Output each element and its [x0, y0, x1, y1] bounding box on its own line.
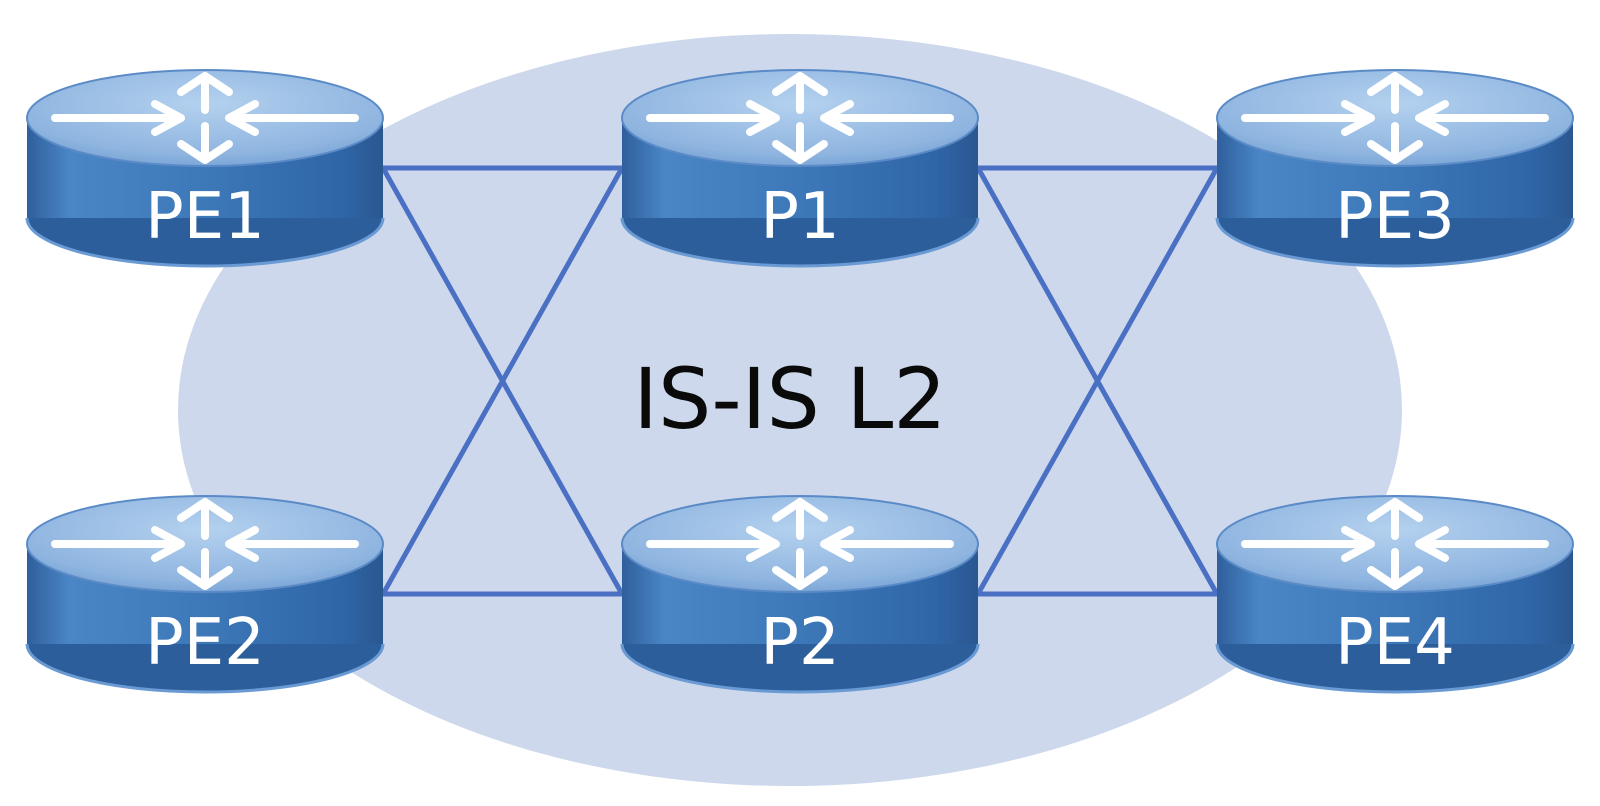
- router-pe3[interactable]: PE3: [1215, 69, 1575, 268]
- router-arrows-icon: [51, 72, 359, 164]
- area-label: IS-IS L2: [633, 350, 946, 448]
- router-label: P1: [760, 180, 839, 254]
- router-label: PE3: [1335, 180, 1455, 254]
- router-arrows-icon: [646, 498, 954, 590]
- router-rim: [25, 643, 385, 694]
- router-label: P2: [760, 606, 839, 680]
- router-pe1[interactable]: PE1: [25, 69, 385, 268]
- link-p2-pe3: [975, 166, 1220, 596]
- router-top: [26, 495, 384, 593]
- router-pe2[interactable]: PE2: [25, 495, 385, 694]
- router-rim: [1215, 643, 1575, 694]
- router-arrows-icon: [646, 72, 954, 164]
- router-p1[interactable]: P1: [620, 69, 980, 268]
- router-arrows-icon: [1241, 72, 1549, 164]
- router-top: [1216, 69, 1574, 167]
- router-p2[interactable]: P2: [620, 495, 980, 694]
- router-pe4[interactable]: PE4: [1215, 495, 1575, 694]
- router-arrows-icon: [1241, 498, 1549, 590]
- router-rim: [25, 217, 385, 268]
- router-arrows-icon: [51, 498, 359, 590]
- link-pe2-p1: [380, 166, 625, 596]
- router-label: PE2: [145, 606, 265, 680]
- router-rim: [620, 643, 980, 694]
- router-rim: [620, 217, 980, 268]
- router-label: PE4: [1335, 606, 1455, 680]
- routers-layer: PE1 P1 PE3 PE2 P2 PE4: [25, 69, 1575, 694]
- isis-area-region: [178, 34, 1402, 786]
- router-top: [621, 69, 979, 167]
- router-top: [26, 69, 384, 167]
- router-top: [621, 495, 979, 593]
- router-label: PE1: [145, 180, 265, 254]
- links-layer: [380, 165, 1220, 597]
- router-top: [1216, 495, 1574, 593]
- router-rim: [1215, 217, 1575, 268]
